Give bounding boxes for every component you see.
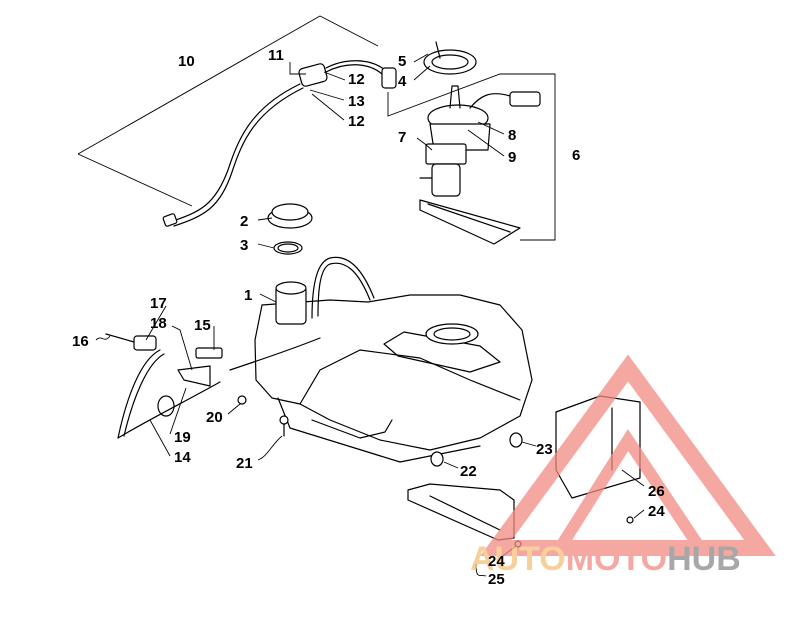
leader-lines <box>95 53 645 577</box>
callout-19: 19 <box>174 429 191 446</box>
callout-22: 22 <box>460 463 477 480</box>
callouts: 1 2 3 4 5 6 7 8 9 10 11 12 13 12 14 15 1… <box>72 47 665 588</box>
callout-7: 7 <box>398 129 406 146</box>
callout-14: 14 <box>174 449 191 466</box>
callout-17: 17 <box>150 295 167 312</box>
callout-12-upper: 12 <box>348 71 365 88</box>
fuel-tank <box>254 256 533 463</box>
callout-20: 20 <box>206 409 223 426</box>
callout-2: 2 <box>240 213 248 230</box>
callout-24-bottom: 24 <box>488 553 505 570</box>
callout-1: 1 <box>244 287 252 304</box>
callout-15: 15 <box>194 317 211 334</box>
callout-10: 10 <box>178 53 195 70</box>
vent-hose-assembly <box>77 15 397 227</box>
callout-8: 8 <box>508 127 516 144</box>
callout-23: 23 <box>536 441 553 458</box>
callout-18: 18 <box>150 315 167 332</box>
callout-4: 4 <box>398 73 407 90</box>
callout-9: 9 <box>508 149 516 166</box>
callout-3: 3 <box>240 237 248 254</box>
svg-text:AUTOMOTOHUB: AUTOMOTOHUB <box>470 540 741 578</box>
callout-13: 13 <box>348 93 365 110</box>
callout-24-right: 24 <box>648 503 665 520</box>
callout-16: 16 <box>72 333 89 350</box>
callout-12-lower: 12 <box>348 113 365 130</box>
callout-25: 25 <box>488 571 505 588</box>
fuel-pump-assembly <box>387 41 556 245</box>
grommets <box>430 432 523 467</box>
callout-11: 11 <box>268 47 284 64</box>
callout-21: 21 <box>236 455 253 472</box>
watermark-part-auto: AUTO <box>470 540 566 578</box>
watermark-part-hub: HUB <box>667 540 741 578</box>
watermark-logo: AUTOMOTOHUB <box>470 354 776 578</box>
watermark-part-moto: MOTO <box>566 540 667 578</box>
callout-5: 5 <box>398 53 406 70</box>
fuel-cap <box>267 203 313 255</box>
vent-lines <box>105 333 321 439</box>
callout-6: 6 <box>572 147 580 164</box>
callout-26: 26 <box>648 483 665 500</box>
